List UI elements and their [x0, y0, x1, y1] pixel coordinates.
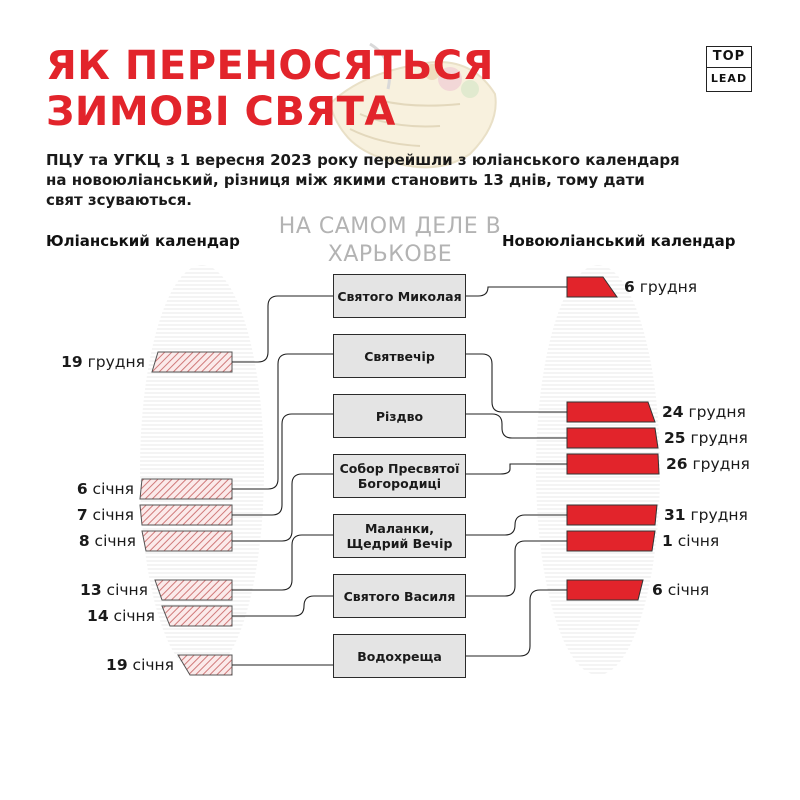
bar-new-6-jan	[566, 579, 644, 601]
bar-julian-19-jan	[177, 654, 233, 676]
date-day: 26	[666, 455, 688, 473]
watermark-line-1: НА САМОМ ДЕЛЕ В	[278, 214, 502, 239]
bar-new-26-dec	[566, 453, 660, 475]
date-month: грудня	[692, 455, 750, 473]
date-day: 25	[664, 429, 686, 447]
new-julian-bars	[566, 276, 660, 601]
cornucopia-illustration	[328, 42, 497, 169]
date-day: 1	[662, 532, 673, 550]
date-month: грудня	[87, 353, 145, 371]
date-day: 19	[106, 656, 128, 674]
date-month: січня	[94, 532, 136, 550]
holiday-box-sobor: Собор Пресвятої Богородиці	[333, 454, 466, 498]
date-day: 14	[87, 607, 109, 625]
holiday-box-mykolai: Святого Миколая	[333, 274, 466, 318]
new-julian-date: 31 грудня	[664, 505, 748, 525]
bar-julian-8-jan	[141, 530, 233, 552]
date-month: січня	[106, 581, 148, 599]
title-line-1: ЯК ПЕРЕНОСЯТЬСЯ	[46, 43, 494, 89]
new-julian-date: 1 січня	[662, 531, 719, 551]
date-month: січня	[677, 532, 720, 550]
date-day: 8	[78, 532, 90, 550]
title-line-2: ЗИМОВІ СВЯТА	[46, 89, 396, 135]
date-month: грудня	[690, 429, 748, 447]
bar-new-1-jan	[566, 530, 656, 552]
intro-paragraph: ПЦУ та УГКЦ з 1 вересня 2023 року перейш…	[46, 151, 680, 209]
date-day: 7	[76, 506, 88, 524]
julian-date: 6 січня	[77, 479, 134, 499]
date-month: січня	[92, 506, 134, 524]
bar-julian-7-jan	[139, 504, 233, 526]
date-month: січня	[92, 480, 134, 498]
date-day: 6	[76, 480, 88, 498]
julian-date: 19 січня	[106, 655, 174, 675]
top-lead-logo: TOP LEAD	[706, 46, 752, 92]
bar-new-25-dec	[566, 427, 659, 449]
date-month: грудня	[639, 278, 698, 296]
bar-new-31-dec	[566, 504, 658, 526]
date-day: 31	[664, 506, 686, 524]
julian-date: 13 січня	[80, 580, 148, 600]
new-julian-date: 6 січня	[652, 580, 709, 600]
julian-date: 19 грудня	[61, 352, 145, 372]
new-julian-date: 6 грудня	[624, 277, 697, 297]
date-month: грудня	[688, 403, 746, 421]
holiday-box-malanky: Маланки, Щедрий Вечір	[333, 514, 466, 558]
date-day: 6	[652, 581, 663, 599]
bar-new-24-dec	[566, 401, 656, 423]
watermark-line-2: ХАРЬКОВЕ	[327, 242, 453, 267]
holiday-box-rizdvo: Різдво	[333, 394, 466, 438]
new-julian-date: 26 грудня	[666, 454, 750, 474]
bar-julian-14-jan	[161, 605, 233, 627]
bar-julian-13-jan	[154, 579, 233, 601]
date-month: грудня	[690, 506, 748, 524]
date-month: січня	[113, 607, 155, 625]
date-month: січня	[667, 581, 710, 599]
watermark: НА САМОМ ДЕЛЕ В ХАРЬКОВЕ	[270, 213, 510, 269]
bar-new-6-dec	[566, 276, 618, 298]
holiday-box-sviatvechir: Святвечір	[333, 334, 466, 378]
holiday-box-vasyl: Святого Василя	[333, 574, 466, 618]
new-julian-date: 25 грудня	[664, 428, 748, 448]
date-day: 19	[61, 353, 83, 371]
connectors	[232, 286, 567, 666]
new-julian-calendar-heading: Новоюліанський календар	[502, 232, 736, 250]
bar-julian-6-jan	[139, 478, 233, 500]
julian-date: 7 січня	[77, 505, 134, 525]
date-day: 6	[624, 278, 635, 296]
julian-calendar-heading: Юліанський календар	[46, 232, 240, 250]
logo-bottom-text: LEAD	[710, 72, 748, 85]
julian-date: 8 січня	[79, 531, 136, 551]
date-month: січня	[132, 656, 174, 674]
julian-bars	[139, 351, 233, 676]
julian-date: 14 січня	[87, 606, 155, 626]
bar-julian-19-dec	[151, 351, 233, 373]
new-julian-date: 24 грудня	[662, 402, 746, 422]
date-day: 13	[80, 581, 102, 599]
date-day: 24	[662, 403, 684, 421]
logo-top-text: TOP	[707, 47, 751, 68]
holiday-box-vodokhreshcha: Водохреща	[333, 634, 466, 678]
